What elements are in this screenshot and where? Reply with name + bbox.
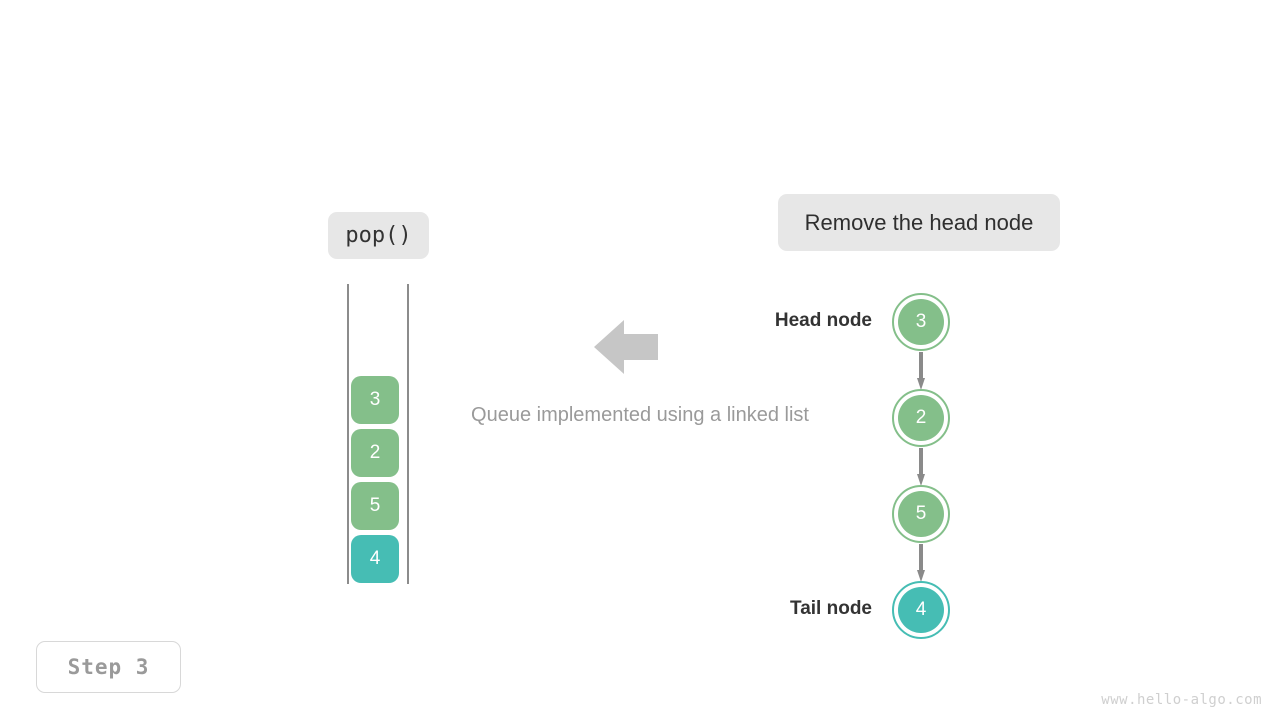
- node-value: 4: [898, 587, 944, 633]
- queue-cell-list: 3 2 5 4: [351, 376, 403, 583]
- arrow-left-icon: [594, 320, 658, 374]
- arrow-down-icon: [917, 544, 925, 582]
- queue-right-rail: [407, 284, 409, 584]
- queue-cell: 3: [351, 376, 399, 424]
- array-queue-container: 3 2 5 4: [340, 284, 416, 584]
- linked-list-node: 3: [892, 293, 950, 351]
- operation-label: pop(): [328, 212, 429, 259]
- node-ring: [892, 485, 950, 543]
- node-ring: [892, 293, 950, 351]
- node-ring: [892, 389, 950, 447]
- head-node-label: Head node: [774, 310, 872, 331]
- node-value: 5: [898, 491, 944, 537]
- linked-list-node: 5: [892, 485, 950, 543]
- watermark: www.hello-algo.com: [1101, 692, 1262, 708]
- queue-cell: 5: [351, 482, 399, 530]
- action-description-label: Remove the head node: [778, 194, 1060, 251]
- diagram-caption: Queue implemented using a linked list: [471, 404, 809, 426]
- arrow-down-icon: [917, 352, 925, 390]
- step-badge: Step 3: [36, 641, 181, 693]
- node-value: 2: [898, 395, 944, 441]
- queue-cell: 2: [351, 429, 399, 477]
- linked-list-container: 3 2 5 4: [860, 290, 980, 640]
- linked-list-node: 2: [892, 389, 950, 447]
- tail-node-label: Tail node: [790, 598, 872, 619]
- arrow-down-icon: [917, 448, 925, 486]
- linked-list-node: 4: [892, 581, 950, 639]
- node-value: 3: [898, 299, 944, 345]
- queue-cell: 4: [351, 535, 399, 583]
- node-ring: [892, 581, 950, 639]
- queue-left-rail: [347, 284, 349, 584]
